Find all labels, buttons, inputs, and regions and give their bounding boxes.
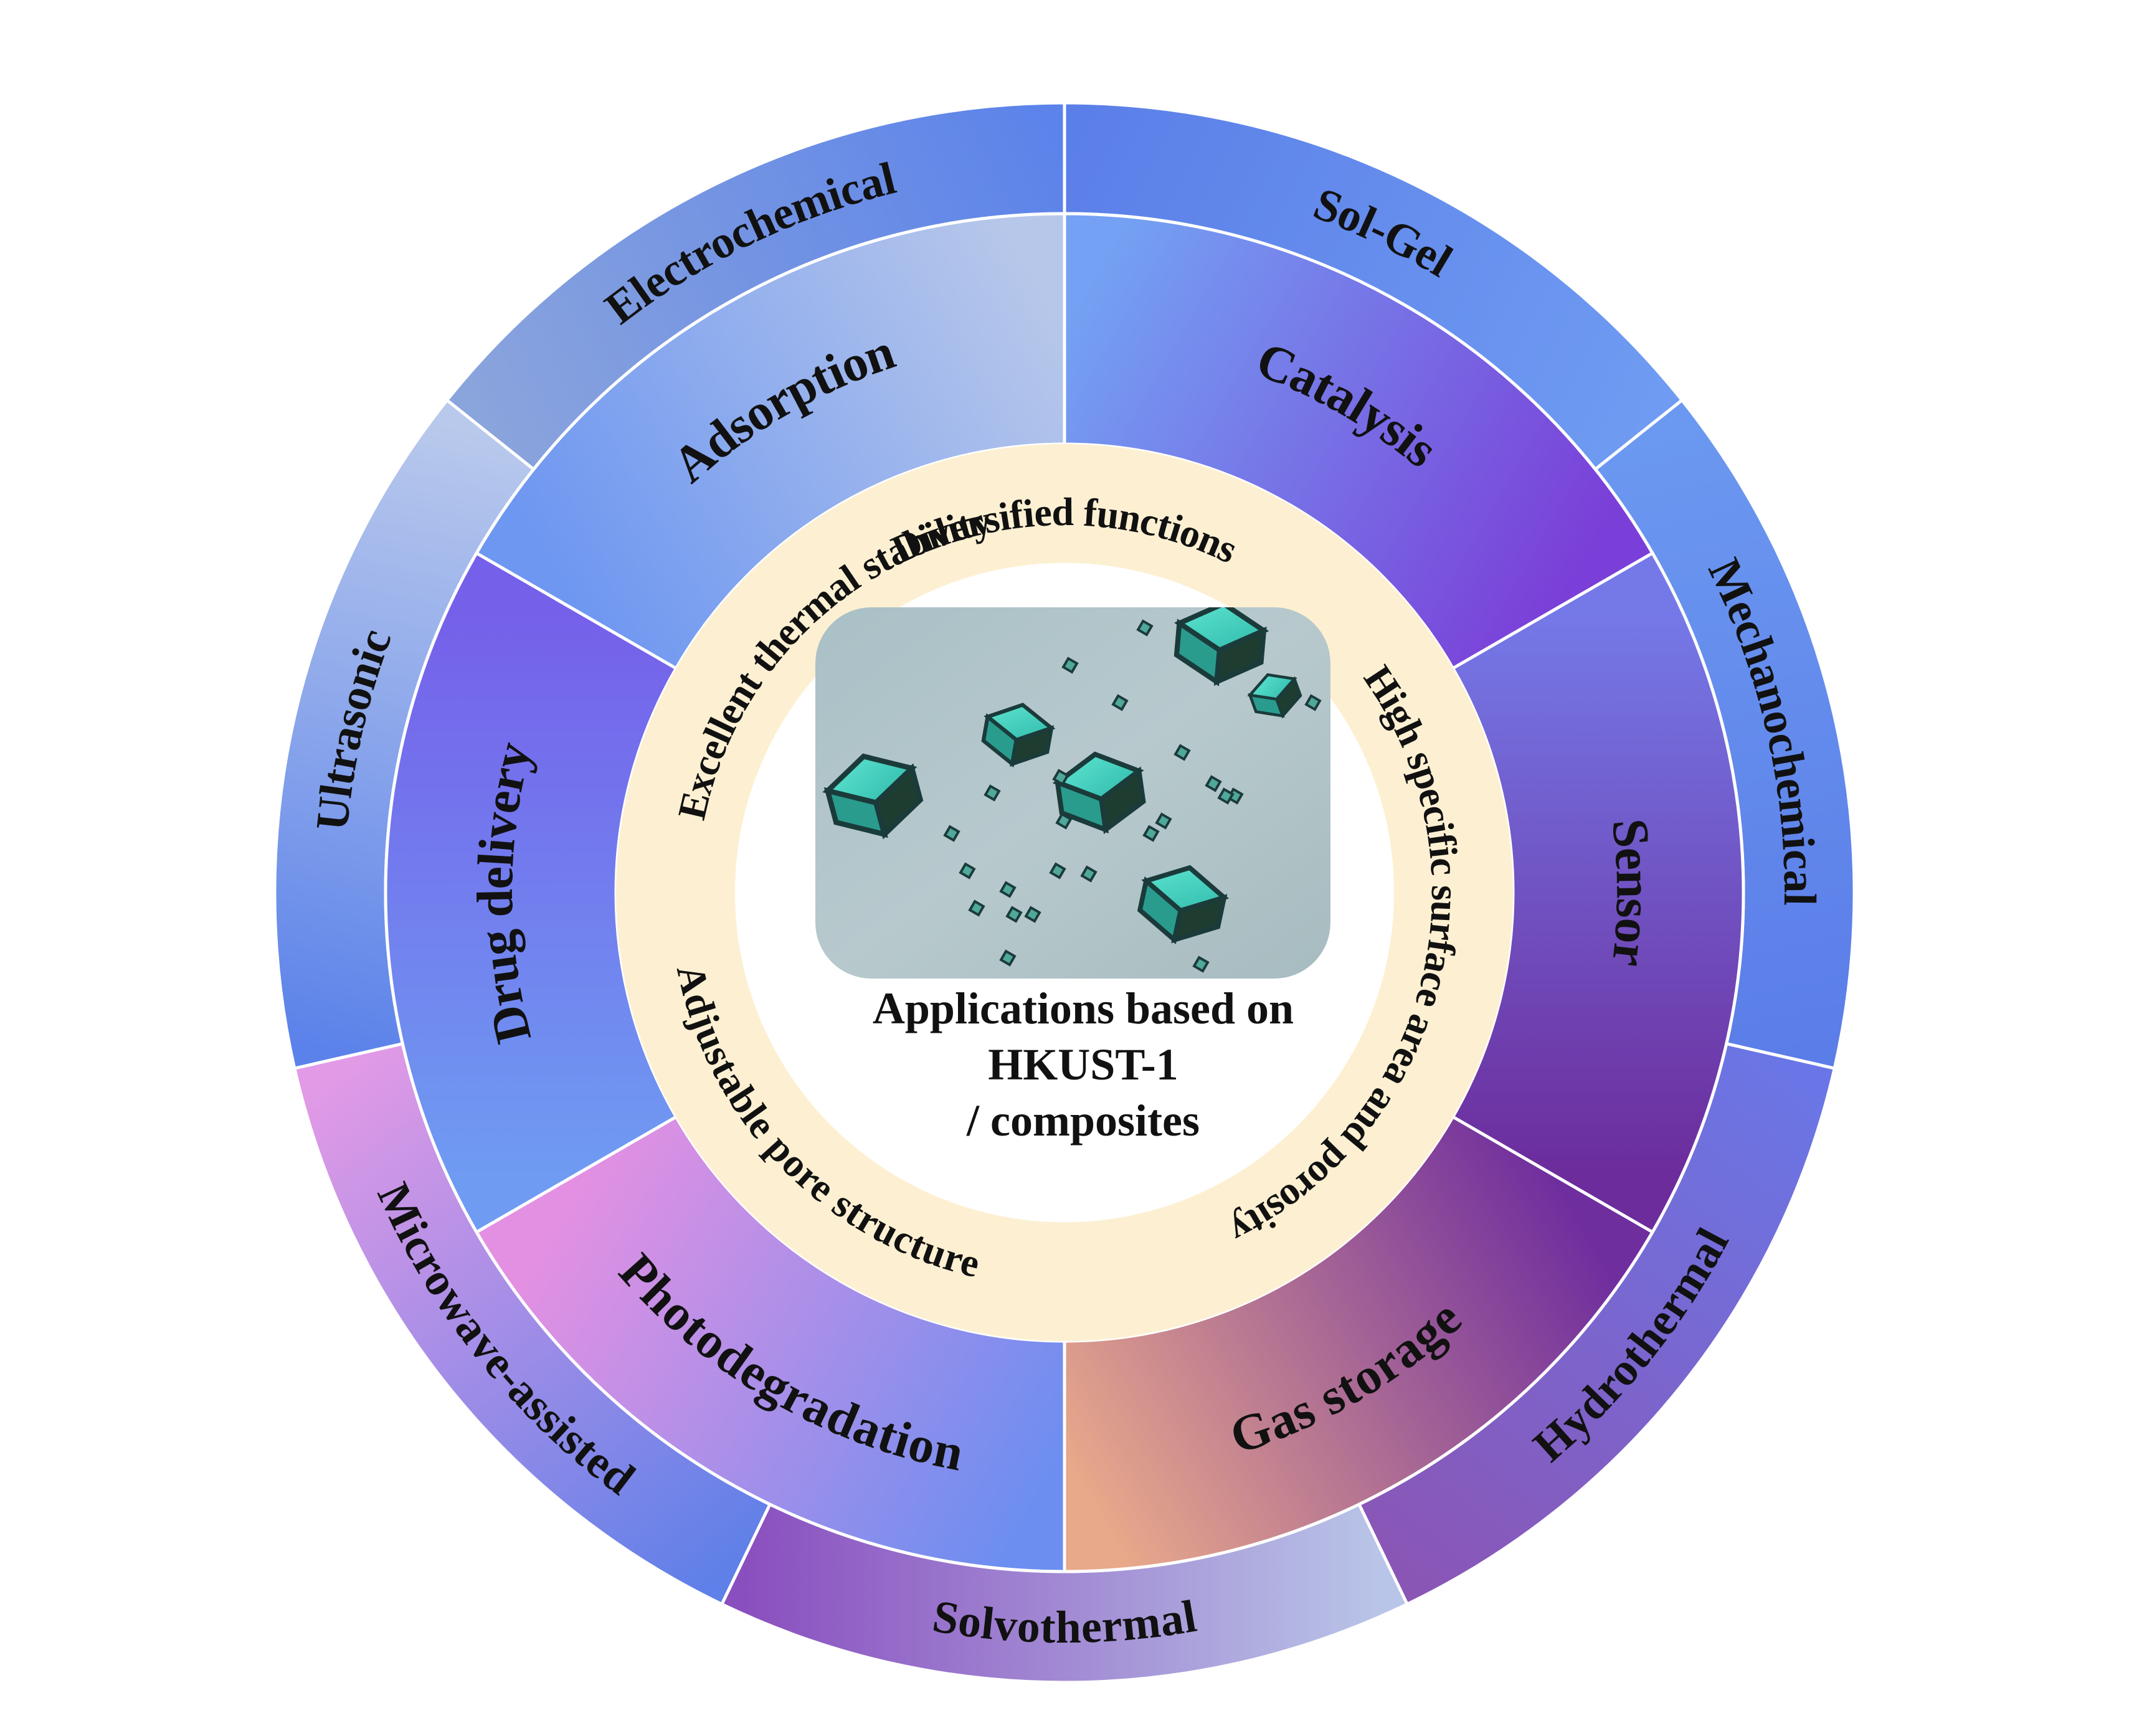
center-caption-line-3: / composites <box>966 1096 1200 1145</box>
middle-label-text-1: Sensor <box>1601 816 1662 969</box>
hkust-1-crystal-micrograph <box>815 607 1330 979</box>
center-caption: Applications based on HKUST-1 / composit… <box>873 984 1294 1145</box>
center-caption-line-1: Applications based on <box>873 984 1294 1033</box>
center-caption-line-2: HKUST-1 <box>988 1040 1178 1089</box>
middle-label-1: Sensor <box>1601 816 1662 969</box>
